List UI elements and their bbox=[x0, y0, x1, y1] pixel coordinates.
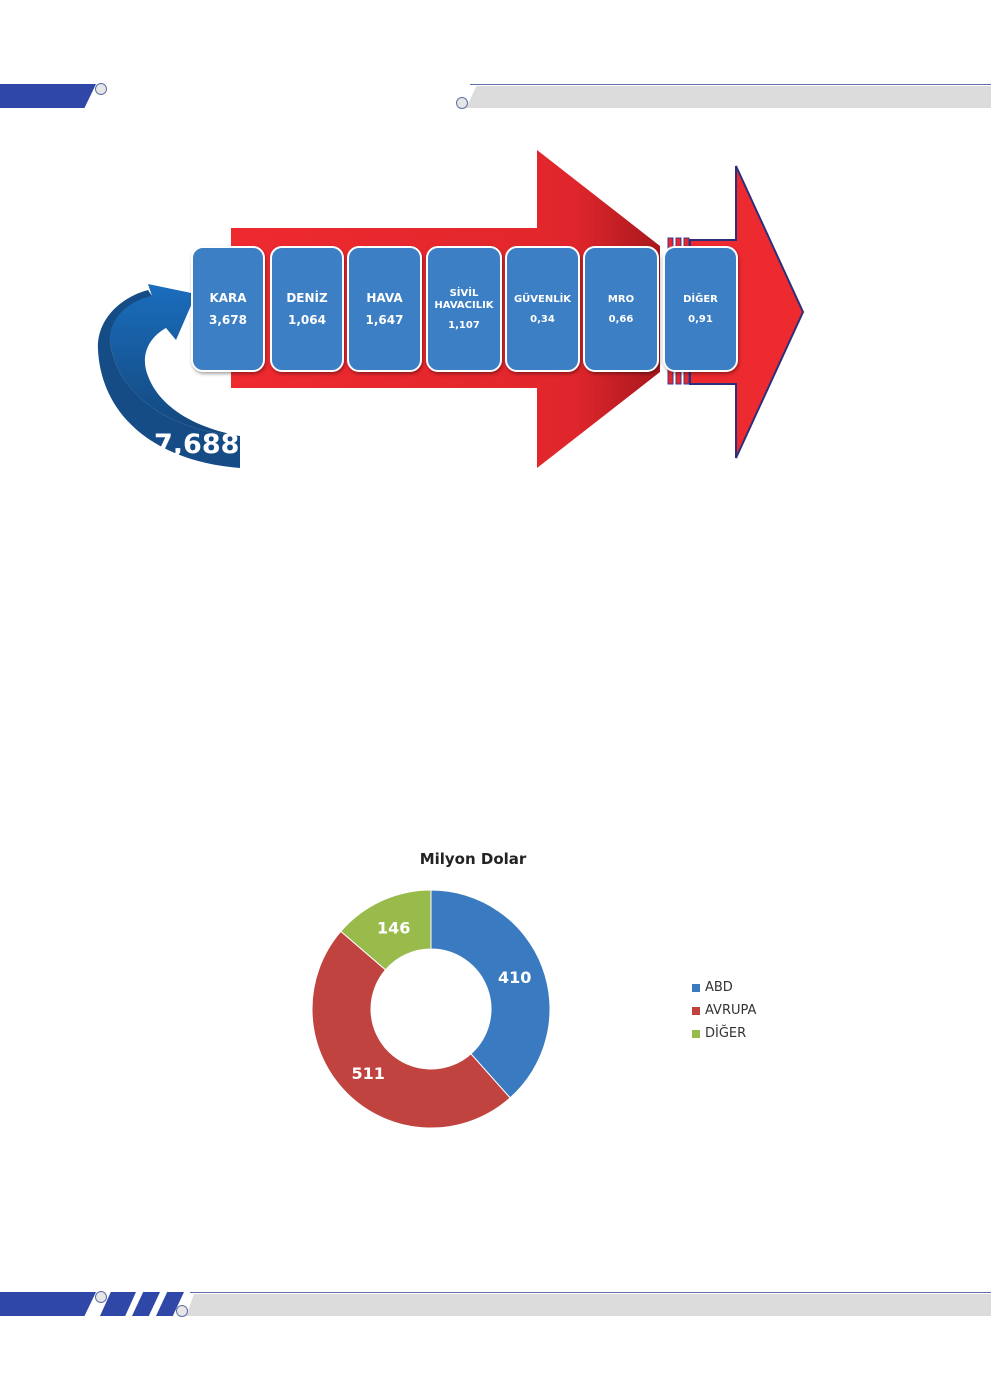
sector-value: 1,107 bbox=[448, 319, 480, 331]
footer-line bbox=[190, 1292, 991, 1293]
legend-swatch bbox=[692, 1006, 700, 1015]
sector-value: 1,064 bbox=[288, 313, 326, 327]
chart-title: Milyon Dolar bbox=[419, 850, 527, 868]
footer-node-left bbox=[95, 1291, 107, 1303]
sector-value: 0,91 bbox=[688, 313, 713, 325]
footer-stripe-2 bbox=[132, 1292, 160, 1316]
sector-label: KARA bbox=[209, 291, 247, 305]
donut-svg: 410 511 146 bbox=[311, 890, 551, 1129]
donut-slice-di̇ğer bbox=[340, 890, 432, 971]
sector-label: HAVA bbox=[366, 291, 403, 305]
legend-item-abd: ABD bbox=[692, 976, 756, 999]
sector-label: GÜVENLİK bbox=[513, 293, 572, 305]
sector-box-mro: MRO 0,66 bbox=[583, 246, 659, 372]
sector-box-sivil-havacilik: SİVİL HAVACILIK 1,107 bbox=[426, 246, 502, 372]
legend-swatch bbox=[692, 983, 700, 992]
legend-item-avrupa: AVRUPA bbox=[692, 999, 756, 1022]
donut-data-label: 511 bbox=[352, 1064, 385, 1083]
footer-grey-bar bbox=[186, 1294, 991, 1316]
legend-label: DİĞER bbox=[705, 1026, 747, 1041]
donut-data-label: 410 bbox=[498, 968, 531, 987]
header-node-left bbox=[95, 83, 107, 95]
sector-box-diger: DİĞER 0,91 bbox=[663, 246, 738, 372]
sector-value: 0,66 bbox=[608, 313, 634, 325]
sector-value: 0,34 bbox=[530, 313, 555, 325]
sector-box-kara: KARA 3,678 bbox=[191, 246, 265, 372]
donut-data-label: 146 bbox=[377, 919, 410, 938]
sector-box-guvenlik: GÜVENLİK 0,34 bbox=[505, 246, 580, 372]
sector-label: DENİZ bbox=[286, 291, 328, 305]
sector-box-hava: HAVA 1,647 bbox=[347, 246, 422, 372]
sector-value: 3,678 bbox=[209, 313, 247, 327]
sector-box-deniz: DENİZ 1,064 bbox=[270, 246, 344, 372]
blue-curved-arrow bbox=[97, 284, 241, 468]
sector-label: MRO bbox=[607, 293, 635, 305]
chart-legend: ABD AVRUPA DİĞER bbox=[692, 976, 756, 1045]
donut-slice-avrupa bbox=[311, 930, 511, 1129]
footer-blue-tab bbox=[0, 1292, 96, 1316]
sector-value: 1,647 bbox=[365, 313, 404, 327]
header-blue-tab bbox=[0, 84, 96, 108]
legend-label: ABD bbox=[705, 980, 733, 995]
total-value: 7,688 bbox=[154, 429, 240, 460]
legend-swatch bbox=[692, 1029, 700, 1038]
legend-item-diger: DİĞER bbox=[692, 1022, 756, 1045]
footer-node-right bbox=[176, 1305, 188, 1317]
legend-label: AVRUPA bbox=[705, 1003, 757, 1018]
sector-label: DİĞER bbox=[683, 293, 718, 305]
sector-label: SİVİL HAVACILIK bbox=[434, 287, 494, 311]
header-line bbox=[470, 84, 991, 85]
donut-slice-abd bbox=[430, 890, 551, 1099]
header-grey-bar bbox=[466, 86, 991, 108]
header-node-right bbox=[456, 97, 468, 109]
